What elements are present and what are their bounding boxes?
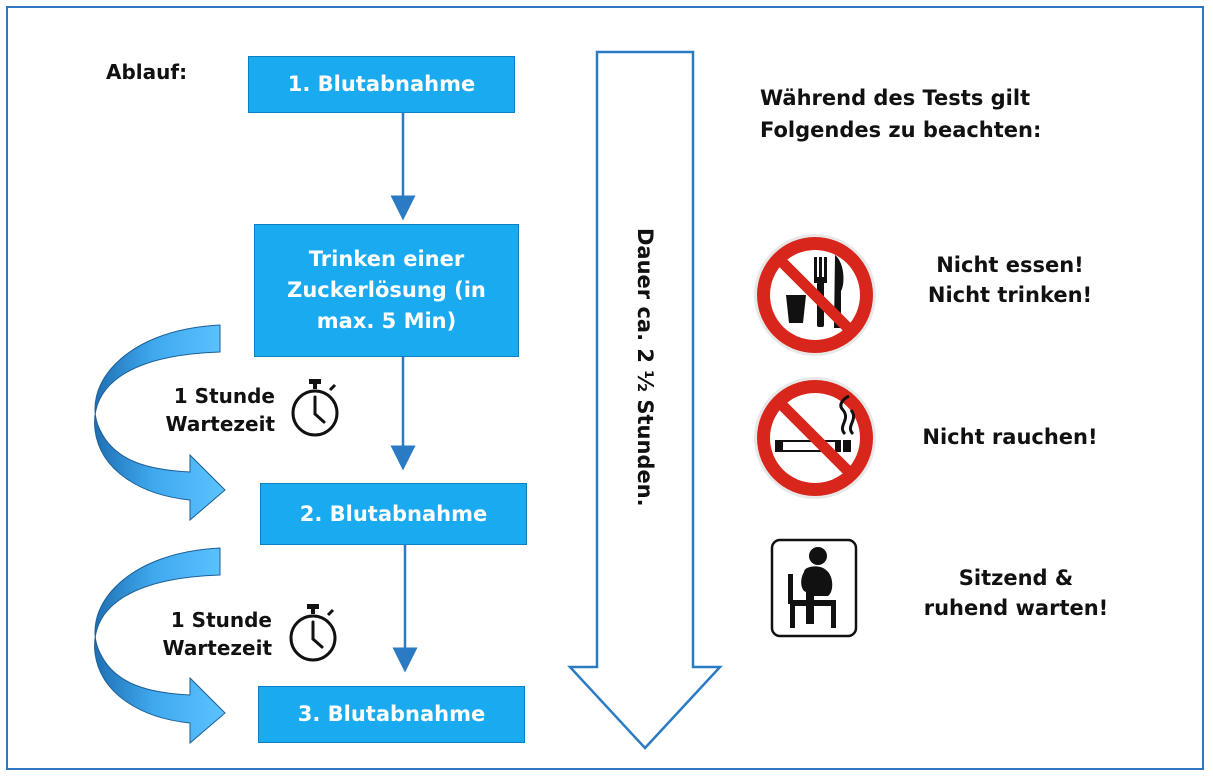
stopwatch-icon (289, 604, 337, 662)
step-box-2: Trinken einer Zuckerlösung (in max. 5 Mi… (254, 224, 519, 357)
step-box-1: 1. Blutabnahme (248, 56, 515, 113)
curved-wait-arrow-1 (94, 324, 226, 522)
rule-text-3: Sitzend & ruhend warten! (896, 563, 1136, 623)
rule-text-2-line1: Nicht rauchen! (922, 425, 1098, 449)
ablauf-label: Ablauf: (106, 60, 188, 84)
wait-label-2-line1: 1 Stunde (170, 608, 272, 632)
rule-text-3-line1: Sitzend & (958, 566, 1074, 590)
wait-label-1-line1: 1 Stunde (173, 384, 275, 408)
rule-text-3-line2: ruhend warten! (923, 596, 1109, 620)
rule-text-1-line1: Nicht essen! (936, 253, 1084, 277)
rule-text-1: Nicht essen! Nicht trinken! (890, 250, 1130, 310)
rules-title-line2: Folgendes zu beachten: (760, 118, 1042, 142)
rule-text-1-line2: Nicht trinken! (927, 283, 1093, 307)
step-box-3: 2. Blutabnahme (260, 483, 527, 545)
duration-label: Dauer ca. 2 ½ Stunden. (633, 228, 657, 507)
wait-label-1: 1 Stunde Wartezeit (135, 382, 275, 438)
wait-label-1-line2: Wartezeit (165, 412, 275, 436)
duration-arrow (567, 50, 723, 750)
step-box-4: 3. Blutabnahme (258, 686, 525, 743)
rule-text-2: Nicht rauchen! (890, 422, 1130, 452)
stopwatch-icon (291, 379, 339, 437)
diagram-frame (6, 6, 1204, 770)
no-smoking-icon (754, 377, 876, 499)
no-eating-drinking-icon (754, 234, 876, 356)
rules-title-line1: Während des Tests gilt (760, 86, 1031, 110)
wait-label-2: 1 Stunde Wartezeit (132, 606, 272, 662)
wait-label-2-line2: Wartezeit (162, 636, 272, 660)
sitting-person-icon (770, 538, 858, 638)
rules-title: Während des Tests gilt Folgendes zu beac… (760, 82, 1041, 146)
curved-wait-arrow-2 (94, 547, 226, 745)
